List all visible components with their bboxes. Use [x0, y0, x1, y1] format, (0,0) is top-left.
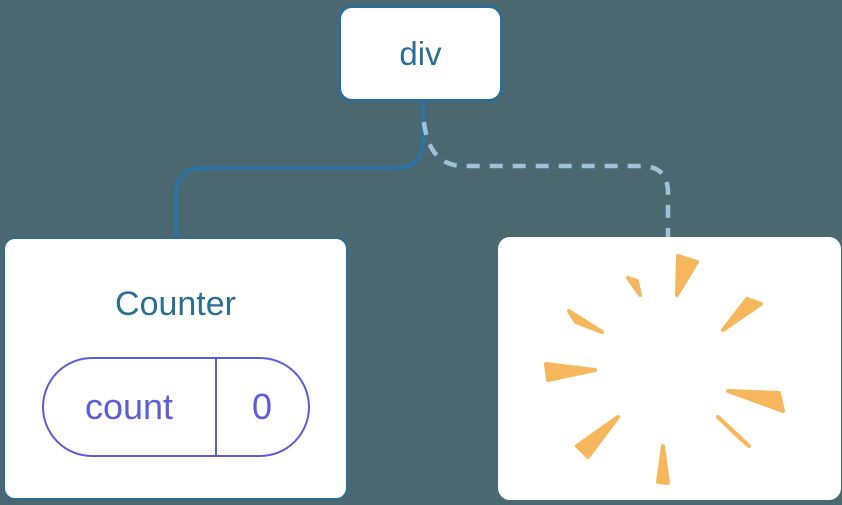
solid-connector-line [174, 101, 425, 237]
state-pill: count 0 [41, 357, 310, 457]
destroyed-component-node [498, 237, 841, 500]
state-key: count [44, 359, 217, 455]
poof-burst-icon [544, 254, 785, 485]
state-value: 0 [251, 386, 273, 427]
counter-component-node: Counter count 0 [3, 237, 348, 500]
dashed-connector-line [421, 121, 671, 237]
component-title: Counter [115, 285, 236, 323]
root-node-div: div [338, 5, 503, 102]
root-node-label: div [399, 34, 442, 72]
